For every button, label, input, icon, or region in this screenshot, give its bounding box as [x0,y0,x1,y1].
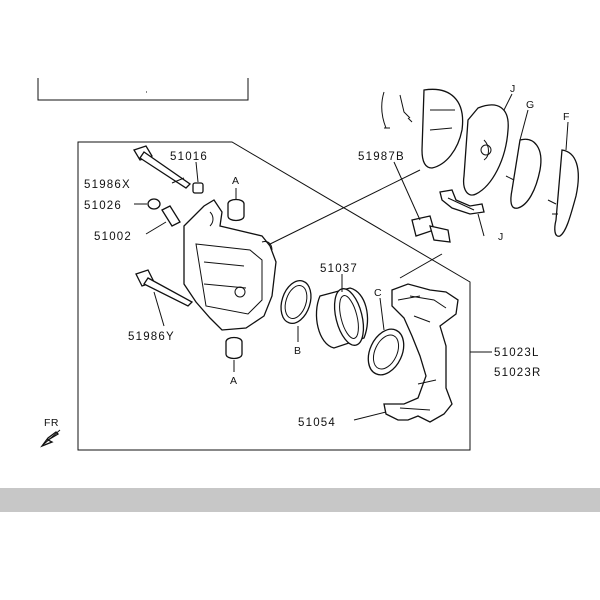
bolt-51986x [133,145,192,189]
caliper-bracket [383,283,459,423]
label-51986y: 51986Y [128,331,175,343]
ref-c: C [374,287,382,299]
bolt-51986y [135,269,194,307]
label-51002: 51002 [94,231,132,243]
ref-j-top: J [510,83,516,95]
leader-j [477,213,485,237]
footer-band [0,488,600,512]
dust-boot-c [367,328,405,376]
label-51023l: 51023L [494,347,540,359]
label-51054: 51054 [298,417,336,429]
guide-line-to-pads [261,169,421,249]
leader-51016 [195,161,199,183]
guide-pin-51987b [411,215,451,243]
label-51026: 51026 [84,200,122,212]
label-51023r: 51023R [494,367,541,379]
ref-a-lower: A [230,375,238,387]
leader-j-top [503,93,513,111]
ref-j: J [498,231,504,243]
bushing-51016 [192,182,204,194]
label-51016: 51016 [170,151,208,163]
piston-seal-b [280,279,312,325]
boot-a-upper [227,198,245,222]
leader-51987b [393,161,421,221]
leader-g [519,109,529,141]
label-51037: 51037 [320,263,358,275]
leader-c [379,297,385,331]
brake-pad-set [381,88,579,237]
leader-f [565,121,569,151]
leader-51002 [145,221,167,235]
assembly-boundary [77,141,471,451]
piston-51037 [315,287,369,349]
front-direction-arrow-icon [40,429,61,448]
cap-51026 [147,198,161,210]
ref-g: G [526,99,535,111]
boot-a-lower [225,336,243,360]
ref-f: F [563,111,570,123]
leader-51986x [171,177,185,184]
caliper-body [183,199,277,331]
label-51987b: 51987B [358,151,405,163]
bleeder-51002 [161,205,181,227]
ref-b: B [294,345,302,357]
ref-a-upper: A [232,175,240,187]
leader-51054 [353,411,387,421]
guide-line-to-bracket [399,253,443,279]
upper-frame-fragment [37,78,249,101]
leader-51986y [153,291,165,327]
label-51986x: 51986X [84,179,131,191]
label-fr: FR [44,417,59,429]
pad-clip-j [439,189,485,215]
